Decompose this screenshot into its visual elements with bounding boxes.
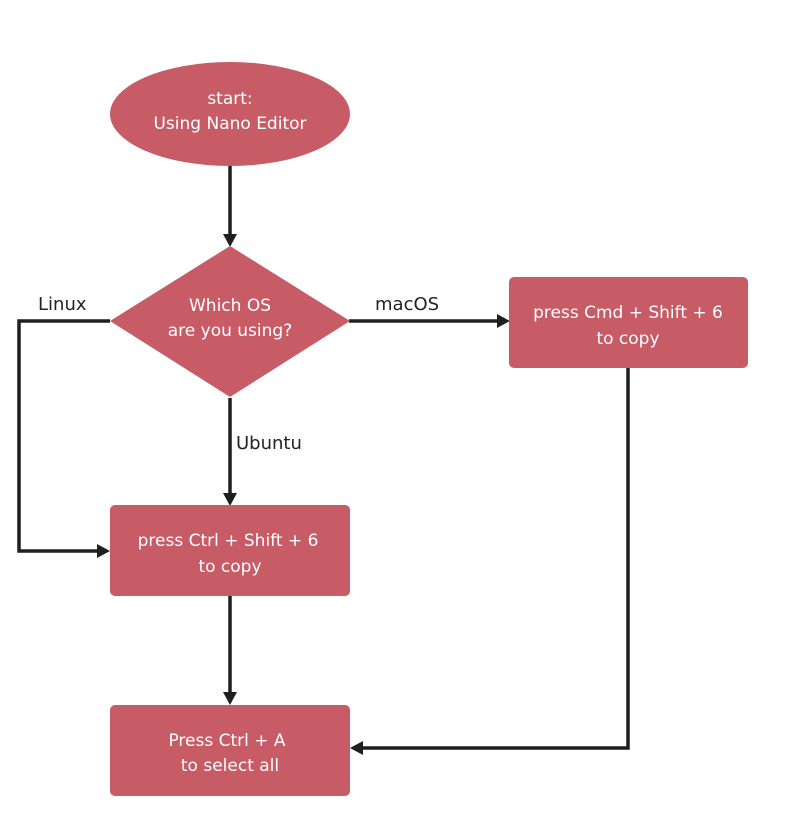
edges — [17, 166, 630, 755]
ctrl-copy-line-1: press Ctrl + Shift + 6 — [138, 531, 319, 551]
decision-diamond — [110, 246, 350, 397]
ctrl-copy-line-2: to copy — [198, 557, 261, 577]
decision-line-1: Which OS — [189, 296, 271, 316]
arrowhead-mac-left — [497, 314, 510, 328]
select-all-line-2: to select all — [181, 756, 279, 776]
arrowhead-decision-top — [223, 234, 237, 247]
node-select-all: Press Ctrl + A to select all — [110, 705, 350, 796]
select-all-line-1: Press Ctrl + A — [168, 731, 285, 751]
edge-mac-to-selectall — [361, 368, 630, 750]
node-ctrl-copy: press Ctrl + Shift + 6 to copy — [110, 505, 350, 596]
edge-decision-to-ctrl-linux — [17, 319, 110, 553]
mac-copy-line-1: press Cmd + Shift + 6 — [533, 303, 723, 323]
node-decision: Which OS are you using? — [110, 246, 350, 397]
mac-copy-line-2: to copy — [596, 329, 659, 349]
select-all-box — [110, 705, 350, 796]
decision-line-2: are you using? — [168, 321, 292, 341]
node-start: start: Using Nano Editor — [110, 62, 350, 166]
mac-copy-box — [509, 277, 748, 368]
start-ellipse — [110, 62, 350, 166]
edge-label-linux: Linux — [38, 294, 87, 315]
arrowhead-selectall-right — [350, 741, 363, 755]
node-mac-copy: press Cmd + Shift + 6 to copy — [509, 277, 748, 368]
arrowhead-selectall-top — [223, 692, 237, 705]
start-line-2: Using Nano Editor — [153, 114, 306, 134]
arrowhead-ctrl-left — [97, 544, 110, 558]
edge-label-ubuntu: Ubuntu — [236, 433, 302, 454]
ctrl-copy-box — [110, 505, 350, 596]
edge-label-macos: macOS — [375, 294, 439, 315]
arrowhead-ctrl-top — [223, 493, 237, 506]
start-line-1: start: — [207, 89, 252, 109]
